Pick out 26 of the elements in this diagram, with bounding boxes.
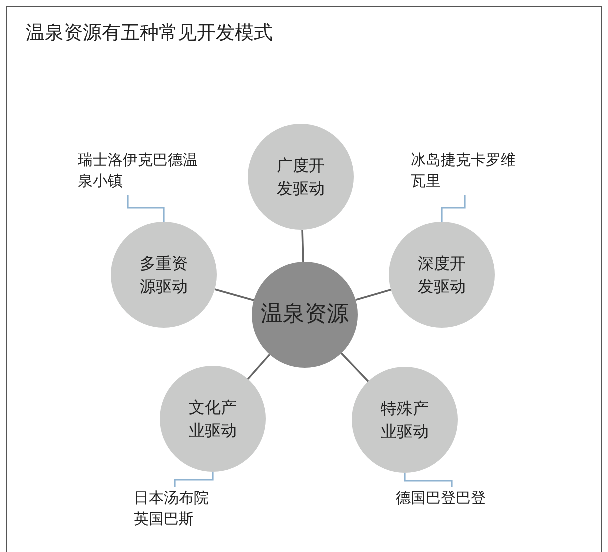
mode-circle: [389, 222, 495, 328]
connector-line: [247, 354, 271, 380]
circle-label: 文化产业驱动: [188, 397, 238, 442]
center-circle: [252, 262, 358, 368]
leader-line: [441, 195, 466, 222]
circle-label: 深度开发驱动: [417, 253, 467, 298]
circle-label: 特殊产业驱动: [380, 398, 430, 443]
mode-circle: [352, 367, 458, 473]
example-label: 德国巴登巴登: [396, 488, 506, 509]
title: 温泉资源有五种常见开发模式: [26, 21, 273, 46]
mode-circle: [160, 366, 266, 472]
circle-label: 多重资源驱动: [139, 253, 189, 298]
connector-line: [340, 352, 370, 382]
leader-line: [174, 472, 214, 487]
example-label: 日本汤布院英国巴斯: [134, 488, 216, 530]
leader-line: [404, 473, 453, 487]
mode-circle: [111, 222, 217, 328]
connector-line: [214, 288, 254, 302]
connector-line: [356, 289, 392, 301]
circle-label: 广度开发驱动: [276, 155, 326, 200]
connector-line: [302, 230, 304, 262]
example-label: 冰岛捷克卡罗维瓦里: [411, 150, 521, 192]
circle-label: 温泉资源: [260, 301, 350, 329]
leader-line: [127, 195, 165, 222]
mode-circle: [248, 124, 354, 230]
example-label: 瑞士洛伊克巴德温泉小镇: [78, 150, 203, 192]
